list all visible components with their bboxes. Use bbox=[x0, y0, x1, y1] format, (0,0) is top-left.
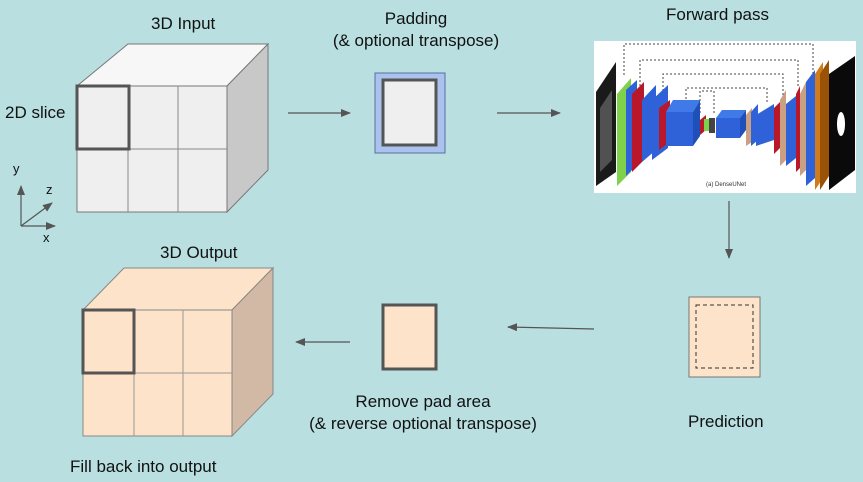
axes-icon bbox=[17, 185, 56, 230]
prediction-label: Prediction bbox=[688, 412, 764, 431]
fill-back-label: Fill back into output bbox=[70, 457, 217, 476]
network-caption: (a) DenseUNet bbox=[706, 182, 746, 188]
padding-title: Padding (& optional transpose) bbox=[310, 8, 522, 52]
axis-y-label: y bbox=[13, 161, 20, 176]
cropped-slice bbox=[381, 303, 438, 371]
output-cube-title: 3D Output bbox=[160, 243, 238, 262]
padded-slice bbox=[374, 72, 446, 154]
output-cube bbox=[81, 266, 275, 438]
input-cube-title: 3D Input bbox=[151, 14, 216, 33]
slice-label: 2D slice bbox=[5, 103, 66, 122]
remove-pad-title: Remove pad area (& reverse optional tran… bbox=[290, 391, 556, 435]
axis-z-label: z bbox=[46, 182, 53, 197]
input-cube bbox=[75, 42, 270, 214]
output-slice-highlight bbox=[81, 308, 136, 375]
axis-x-label: x bbox=[43, 230, 50, 245]
forward-pass-title: Forward pass bbox=[666, 5, 769, 24]
prediction-box bbox=[688, 296, 761, 378]
padding-title-line2: (& optional transpose) bbox=[332, 31, 500, 50]
input-slice-highlight bbox=[75, 84, 131, 151]
remove-pad-line2: (& reverse optional transpose) bbox=[309, 414, 537, 433]
padding-title-line1: Padding bbox=[384, 9, 448, 28]
remove-pad-line1: Remove pad area bbox=[355, 392, 491, 411]
network-diagram: (a) DenseUNet bbox=[594, 41, 856, 193]
arrow-prediction-to-remove bbox=[507, 323, 595, 332]
